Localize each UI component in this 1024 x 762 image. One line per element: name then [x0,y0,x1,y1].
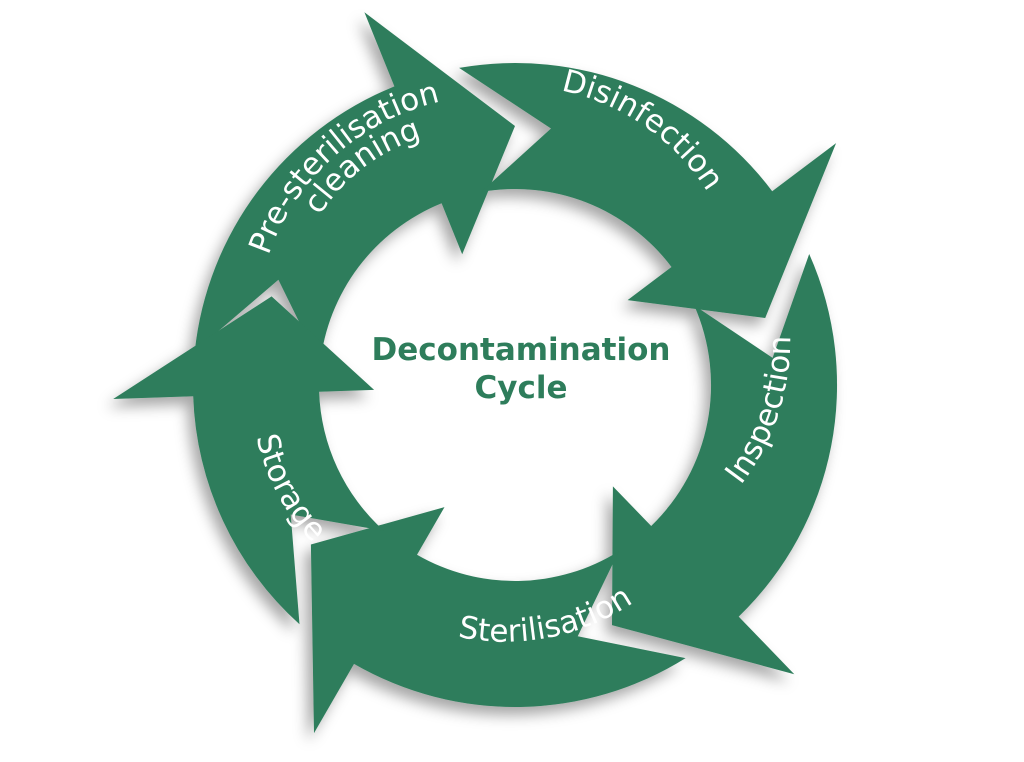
arrow-segment-storage [113,296,384,625]
center-title-line2: Cycle [475,370,568,406]
arrow-segment-disinfection [459,63,837,318]
arrow-segment-inspection [612,254,838,675]
arrow-segment-sterilisation [310,507,686,734]
arrow-segment-pre-sterilisation-cleaning [194,12,516,365]
cycle-ring [113,12,838,734]
center-title-line1: Decontamination [372,332,671,368]
